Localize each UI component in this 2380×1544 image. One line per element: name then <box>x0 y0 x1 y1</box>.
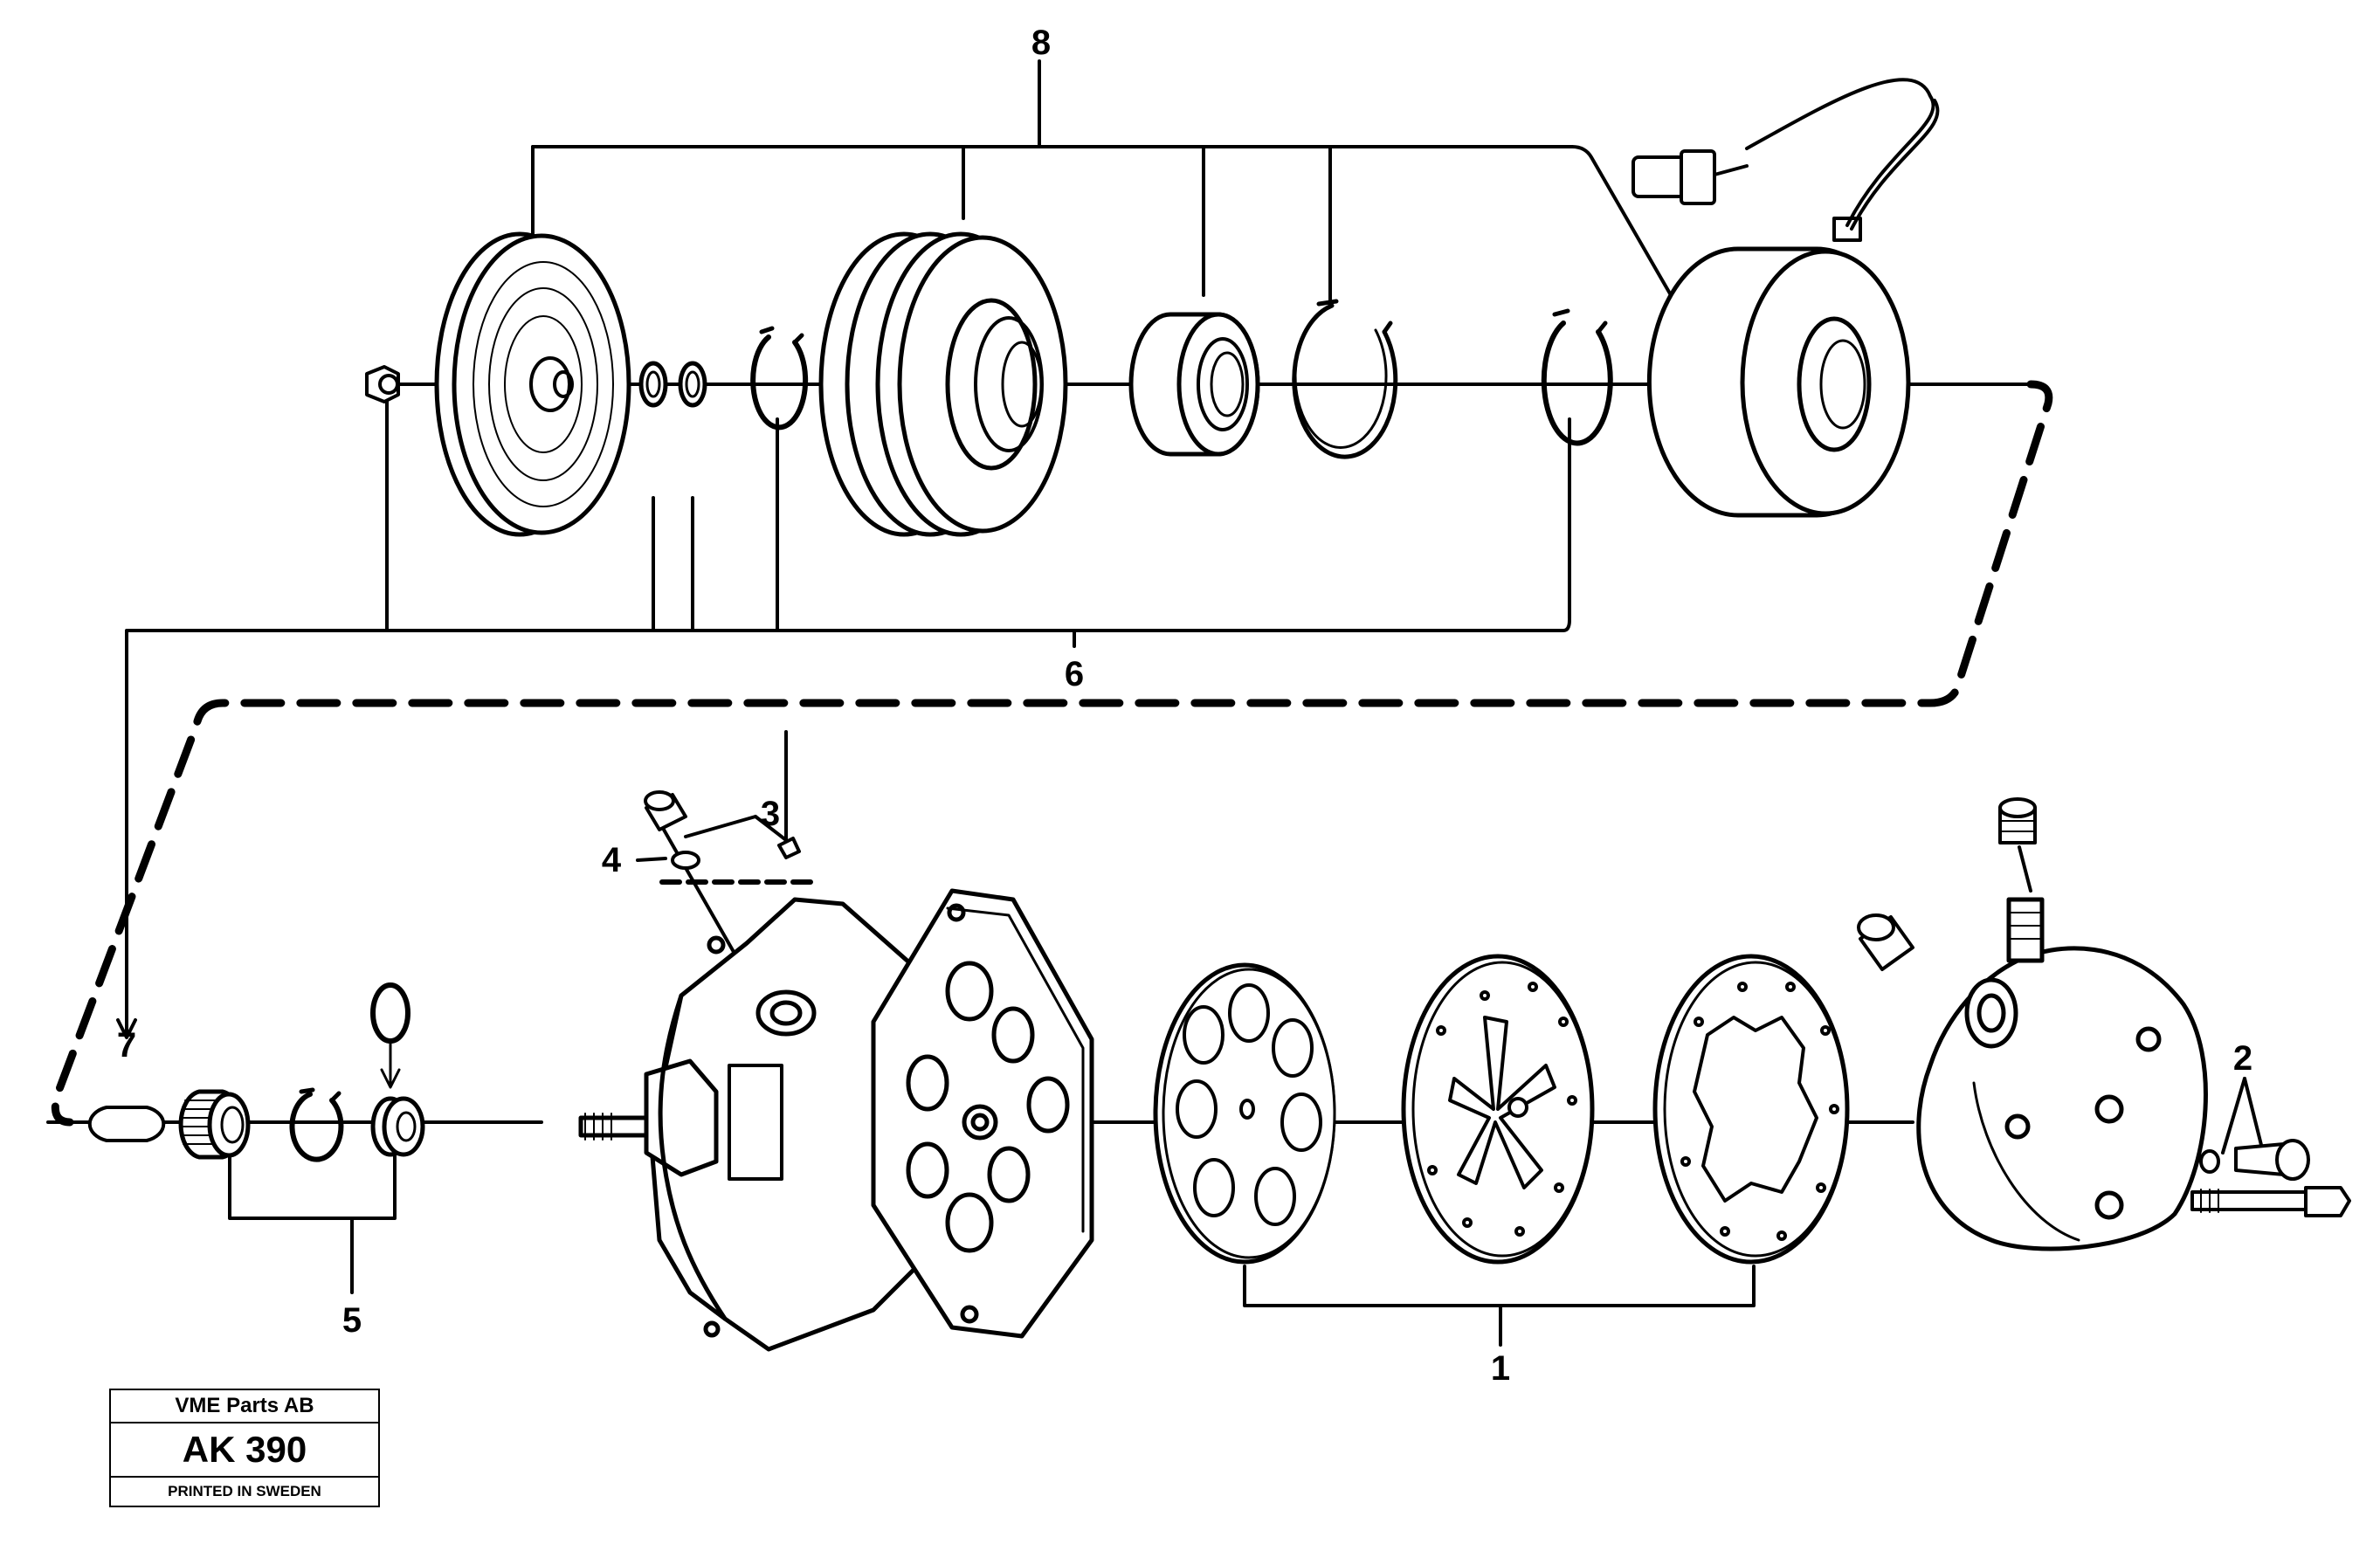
cylinder-head-icon <box>1916 897 2208 1251</box>
callouts: 1 2 3 4 5 6 7 8 <box>117 24 2252 1388</box>
callout-6: 6 <box>1065 655 1084 693</box>
parts-stamp: VME Parts AB AK 390 PRINTED IN SWEDEN <box>109 1389 380 1507</box>
belt-route-dashed <box>51 380 2053 1127</box>
nut-icon <box>365 365 400 403</box>
callout-3: 3 <box>761 795 780 833</box>
gasket-icon <box>1652 954 1850 1265</box>
callout-8: 8 <box>1031 24 1051 62</box>
cap-icon <box>1857 913 1914 971</box>
retaining-ring-icon <box>1292 299 1398 459</box>
connector-cable-icon <box>1632 78 1940 231</box>
stamp-code: AK 390 <box>111 1423 378 1478</box>
compressor-flange-icon <box>871 888 1094 1339</box>
callout-4: 4 <box>602 841 622 879</box>
pulley-icon <box>818 231 1068 537</box>
bearing-icon <box>1128 312 1260 457</box>
callout-5: 5 <box>342 1301 362 1340</box>
reed-valve-icon <box>1401 954 1595 1265</box>
callout-1: 1 <box>1491 1349 1510 1388</box>
cap-icon <box>1998 797 2037 844</box>
bolt-icon <box>2190 1186 2351 1217</box>
clutch-hub-plate-icon <box>434 231 631 537</box>
callout-2: 2 <box>2233 1039 2252 1078</box>
stamp-printed: PRINTED IN SWEDEN <box>168 1483 321 1499</box>
field-coil-icon <box>1646 217 1911 518</box>
snap-ring-icon <box>750 326 809 431</box>
callout-7: 7 <box>117 1026 136 1065</box>
shaft-seal-icon <box>178 1089 251 1160</box>
snap-ring-icon <box>1541 308 1613 446</box>
shim-icon <box>638 361 707 408</box>
stamp-company: VME Parts AB <box>111 1390 378 1423</box>
o-ring-icon <box>370 982 410 1089</box>
seal-seat-icon <box>370 1096 425 1157</box>
snap-ring-icon <box>289 1087 344 1162</box>
bolt-icon <box>2199 1139 2310 1181</box>
plug-icon <box>644 790 801 870</box>
key-icon <box>87 1106 166 1142</box>
valve-plate-icon <box>1153 962 1336 1265</box>
